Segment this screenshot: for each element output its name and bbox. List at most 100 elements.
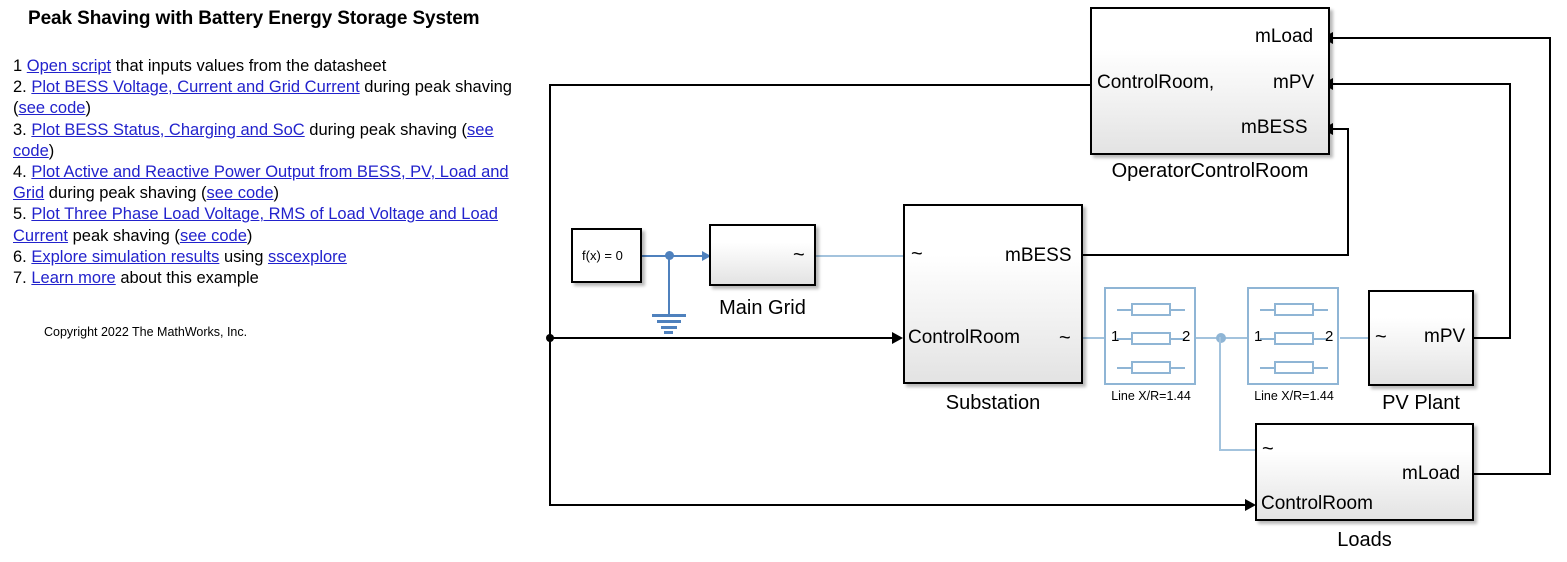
block-line-2[interactable] <box>1247 287 1339 385</box>
step-number: 1 <box>13 57 27 75</box>
step-item-1: 1 Open script that inputs values from th… <box>13 56 533 77</box>
step-link[interactable]: Plot BESS Voltage, Current and Grid Curr… <box>31 78 360 97</box>
wire-mbess-into-operator <box>1330 128 1349 130</box>
step-text: that inputs values from the datasheet <box>111 57 387 75</box>
label-main-grid: Main Grid <box>719 297 806 319</box>
arrow-main-grid-in <box>702 251 711 261</box>
wire-to-ground <box>668 255 670 315</box>
wire-junction-to-loads-v <box>1219 337 1221 451</box>
step-item-4: 4. Plot Active and Reactive Power Output… <box>13 162 533 204</box>
wire-junction-to-loads-h <box>1219 449 1261 451</box>
wire-mpv-into-operator <box>1330 83 1511 85</box>
step-link[interactable]: Plot Active and Reactive Power Output fr… <box>13 163 509 203</box>
port-line-2-p2: 2 <box>1325 328 1334 345</box>
port-loads-controlroom-in: ControlRoom <box>1261 493 1373 514</box>
steps-list: 1 Open script that inputs values from th… <box>13 56 533 289</box>
port-main-grid-ac-out: ~ <box>793 244 805 266</box>
step-text: during peak shaving ( <box>304 120 468 139</box>
wire-mload-into-operator <box>1330 37 1551 39</box>
step-number: 7. <box>13 269 32 288</box>
documentation-pane: Peak Shaving with Battery Energy Storage… <box>0 0 545 562</box>
port-loads-ac-in: ~ <box>1262 438 1274 460</box>
label-substation: Substation <box>945 392 1041 414</box>
step-link[interactable]: Plot BESS Status, Charging and SoC <box>31 120 305 139</box>
wire-mid-to-substation <box>549 337 897 339</box>
port-line-1-p2: 2 <box>1182 328 1191 345</box>
port-operator-mload-out: mLoad <box>1255 26 1314 47</box>
step-link[interactable]: Plot Three Phase Load Voltage, RMS of Lo… <box>13 205 498 245</box>
arrow-loads-controlroom <box>1245 499 1256 511</box>
step-link[interactable]: Learn more <box>31 269 116 288</box>
label-pv-plant: PV Plant <box>1382 392 1460 414</box>
block-operator-control-room[interactable] <box>1090 7 1330 155</box>
label-loads: Loads <box>1337 529 1392 551</box>
step-number: 3. <box>13 120 32 139</box>
port-operator-mbess-out: mBESS <box>1241 117 1308 138</box>
port-substation-controlroom-in: ControlRoom <box>908 327 1020 348</box>
port-substation-mbess-out: mBESS <box>1005 245 1072 266</box>
block-pv-plant[interactable] <box>1368 290 1474 386</box>
block-substation[interactable] <box>903 204 1083 384</box>
step-item-7: 7. Learn more about this example <box>13 268 533 289</box>
step-text: ) <box>246 226 253 245</box>
step-link[interactable]: Open script <box>26 57 112 75</box>
wire-substation-mbess-h <box>1081 254 1349 256</box>
label-solver: f(x) = 0 <box>582 248 623 263</box>
label-line-2: Line X/R=1.44 <box>1254 389 1334 403</box>
wire-pvplant-mpv-v <box>1509 83 1511 339</box>
resistor-icon <box>1117 361 1185 374</box>
wire-left-trunk <box>549 84 551 506</box>
copyright-text: Copyright 2022 The MathWorks, Inc. <box>44 325 248 339</box>
resistor-icon <box>1260 361 1328 374</box>
port-pvplant-mpv-out: mPV <box>1424 326 1466 347</box>
port-loads-mload-out: mLoad <box>1402 463 1461 484</box>
label-operator-control-room: OperatorControlRoom <box>1111 160 1309 182</box>
step-item-3: 3. Plot BESS Status, Charging and SoC du… <box>13 120 533 162</box>
wire-grid-to-substation <box>815 255 905 257</box>
step-text: ) <box>85 99 91 118</box>
resistor-icon <box>1117 332 1185 345</box>
step-number: 2. <box>13 78 32 97</box>
junction-dot-lines <box>1216 333 1226 343</box>
wire-loads-mload-v <box>1549 37 1551 475</box>
step-number: 6. <box>13 247 32 266</box>
port-substation-ac-out: ~ <box>1059 327 1071 349</box>
label-line-1: Line X/R=1.44 <box>1111 389 1191 403</box>
arrow-substation-controlroom <box>892 332 903 344</box>
wire-solver-to-grid <box>641 255 711 257</box>
step-link[interactable]: see code <box>179 226 247 245</box>
page-title: Peak Shaving with Battery Energy Storage… <box>28 8 480 29</box>
block-loads[interactable] <box>1255 423 1474 521</box>
step-link[interactable]: see code <box>18 99 86 118</box>
wire-substation-mbess-v <box>1347 128 1349 256</box>
step-link[interactable]: sscexplore <box>267 247 347 266</box>
block-solver-configuration[interactable] <box>571 228 642 283</box>
port-line-2-p1: 1 <box>1254 328 1263 345</box>
step-link[interactable]: Explore simulation results <box>31 247 220 266</box>
step-text: during peak shaving ( <box>13 78 512 118</box>
step-text: ) <box>48 141 55 160</box>
resistor-icon <box>1260 332 1328 345</box>
wire-bottom-to-loads <box>549 504 1251 506</box>
step-link[interactable]: see code <box>206 184 274 203</box>
step-item-5: 5. Plot Three Phase Load Voltage, RMS of… <box>13 204 533 246</box>
step-link[interactable]: see code <box>13 120 494 160</box>
block-main-grid[interactable] <box>709 224 816 286</box>
step-text: using <box>219 247 268 266</box>
step-item-6: 6. Explore simulation results using ssce… <box>13 247 533 268</box>
wire-top-to-operator <box>549 84 1091 86</box>
step-text: ) <box>273 184 280 203</box>
port-substation-ac-in: ~ <box>911 243 923 265</box>
resistor-icon <box>1260 303 1328 316</box>
wire-loads-mload-h <box>1474 473 1550 475</box>
port-operator-controlroom-in: ControlRoom, <box>1097 72 1215 93</box>
step-text: about this example <box>115 269 259 288</box>
port-line-1-p1: 1 <box>1111 328 1120 345</box>
resistor-icon <box>1117 303 1185 316</box>
wire-line2-to-pvplant <box>1340 337 1372 339</box>
block-line-1[interactable] <box>1104 287 1196 385</box>
port-operator-mpv-out: mPV <box>1273 72 1315 93</box>
step-item-2: 2. Plot BESS Voltage, Current and Grid C… <box>13 77 533 119</box>
junction-dot-left-trunk <box>546 334 554 342</box>
